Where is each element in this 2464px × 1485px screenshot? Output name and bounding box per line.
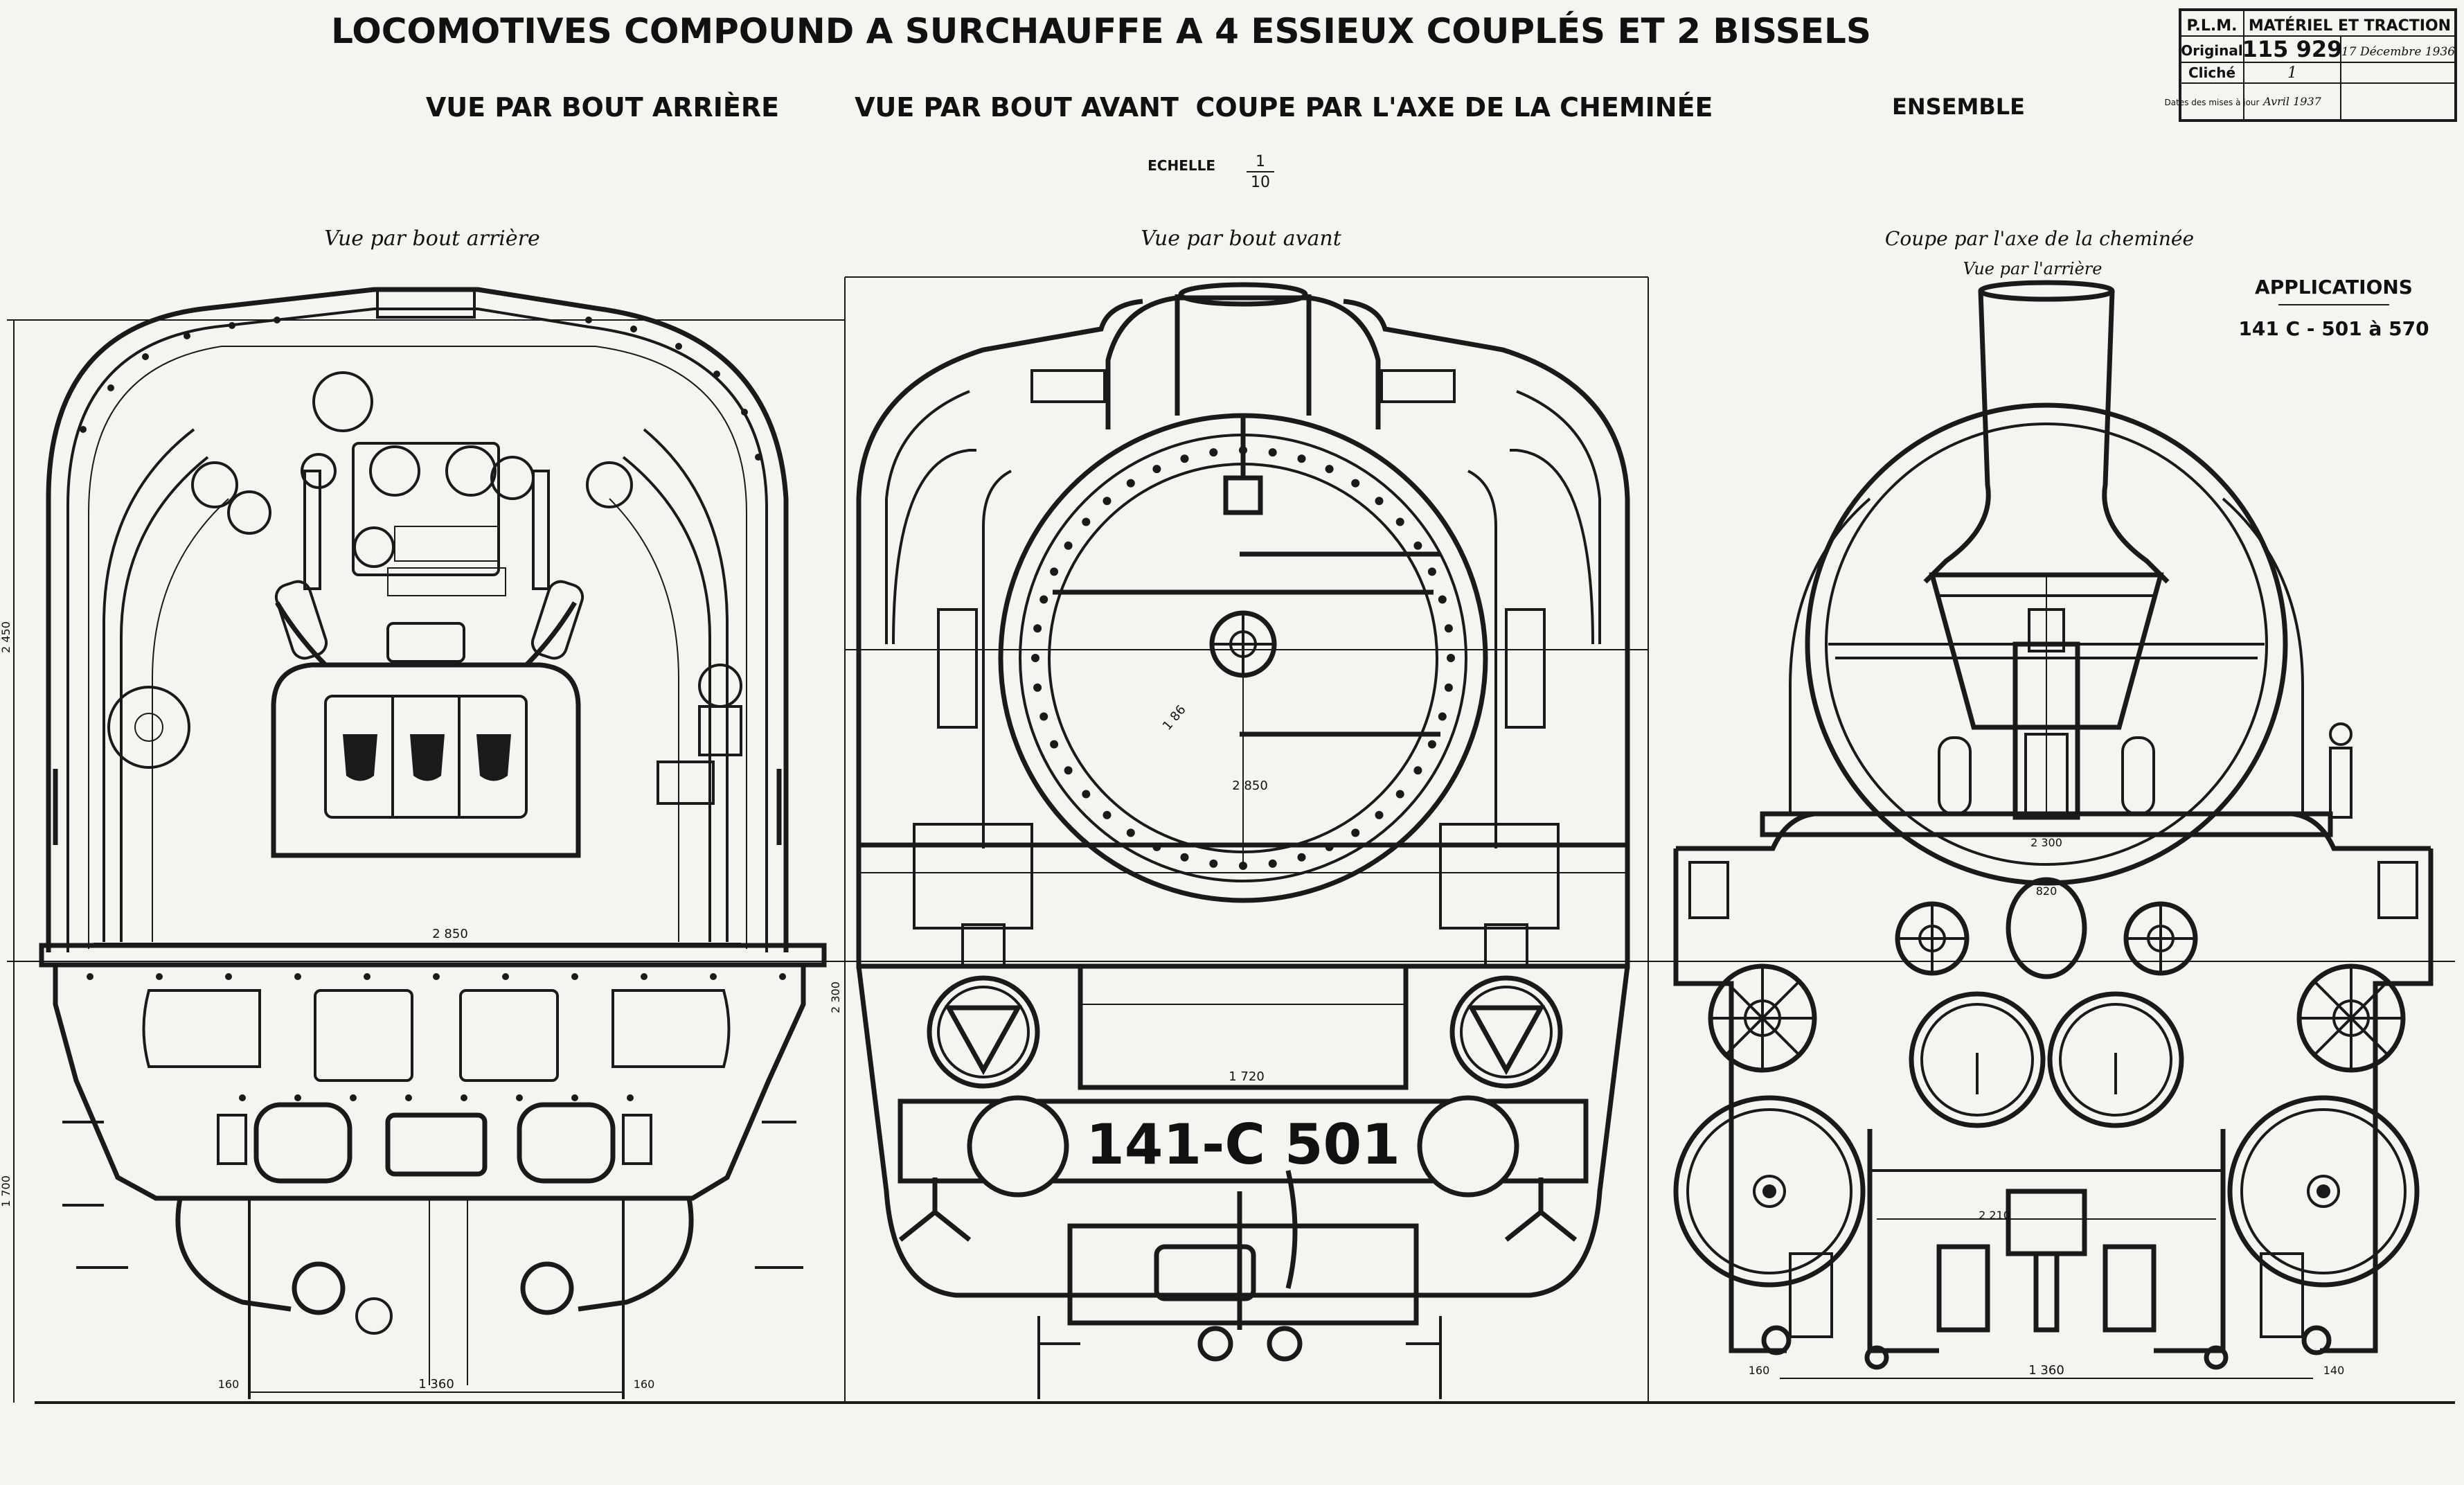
smokebox-rivet [1444, 683, 1453, 692]
stamp-company: P.L.M. [2186, 17, 2237, 35]
valve-wheel-right-lower [2296, 963, 2406, 1073]
firedoor-flaps [343, 734, 511, 781]
stamp-dates-values: Avril 1937 [2262, 95, 2321, 108]
smokebox-rivet [1209, 448, 1218, 457]
frame-lines [7, 276, 2455, 1404]
smokebox-rivet [1268, 859, 1277, 868]
dim-section-side-left: 160 [1749, 1364, 1770, 1377]
dim-section-mid: 820 [2036, 884, 2057, 898]
buffer-beam-rivets [87, 973, 786, 1101]
dim-rear-width: 2 850 [432, 927, 468, 941]
section-view-dimensions: 2 300 820 2 210 1 360 160 140 [1749, 836, 2345, 1379]
smokebox-rivet [1033, 624, 1042, 633]
drawing-title: LOCOMOTIVES COMPOUND A SURCHAUFFE A 4 ES… [331, 10, 1871, 51]
smokebox-rivet [1395, 517, 1404, 526]
smokebox-rivet [1126, 479, 1135, 488]
smokebox-rivet [1427, 740, 1436, 749]
applications-note: APPLICATIONS 141 C - 501 à 570 [2238, 276, 2429, 340]
view-title-rear: VUE PAR BOUT ARRIÈRE [426, 92, 779, 123]
view-title-front: VUE PAR BOUT AVANT [855, 92, 1179, 123]
applications-value: 141 C - 501 à 570 [2238, 317, 2429, 340]
dim-left-height: 2 450 [0, 621, 12, 653]
stamp-department: MATÉRIEL ET TRACTION [2249, 17, 2451, 35]
plm-title-stamp: P.L.M. MATÉRIEL ET TRACTION Original 115… [2165, 8, 2457, 122]
smokebox-rivet [1268, 448, 1277, 457]
smokebox-rivet [1444, 624, 1453, 633]
caption-section-view: Coupe par l'axe de la cheminée [1885, 227, 2194, 250]
dim-section-top: 2 300 [2030, 836, 2062, 849]
smokebox-rivet [1039, 712, 1048, 721]
view-title-section: COUPE PAR L'AXE DE LA CHEMINÉE [1196, 92, 1713, 123]
valve-wheel-left-upper [1895, 901, 1970, 976]
applications-heading: APPLICATIONS [2255, 276, 2413, 299]
smokebox-rivet [1039, 595, 1048, 604]
smokebox-rivet [1126, 828, 1135, 837]
roof-rivets [80, 317, 762, 461]
view-title-ensemble: ENSEMBLE [1892, 94, 2025, 120]
smokebox-rivet [1351, 479, 1360, 488]
smokebox-rivet [1180, 853, 1189, 862]
caption-front-view: Vue par bout avant [1141, 226, 1342, 251]
smokebox-rivet [1082, 517, 1091, 526]
scale-label: ECHELLE [1148, 157, 1215, 174]
rear-view-dimensions: 2 850 1 360 160 160 2 450 1 700 [0, 621, 741, 1393]
dim-rear-track: 1 360 [418, 1377, 454, 1391]
smokebox-rivet [1050, 567, 1059, 576]
dim-left-lower: 1 700 [0, 1175, 12, 1207]
dim-rear-side-right: 160 [634, 1378, 655, 1391]
smokebox-rivet [1438, 595, 1447, 604]
valve-wheel-right-upper [2123, 901, 2198, 976]
caption-section-subview: Vue par l'arrière [1963, 259, 2103, 278]
stamp-original-label: Original [2181, 42, 2242, 59]
smokebox-rivet [1413, 541, 1422, 550]
smokebox-rivets [1031, 446, 1455, 870]
smokebox-rivet [1427, 567, 1436, 576]
smokebox-rivet [1375, 810, 1384, 819]
smokebox-rivet [1064, 766, 1073, 775]
dim-rear-side-left: 160 [218, 1378, 240, 1391]
dim-front-width: 2 850 [1232, 779, 1268, 793]
smokebox-rivet [1031, 654, 1039, 662]
rear-view-drawing [39, 287, 827, 1399]
smokebox-rivet [1209, 859, 1218, 868]
smokebox-rivet [1102, 497, 1112, 506]
stamp-cliche-label: Cliché [2188, 64, 2235, 81]
smokebox-rivet [1395, 790, 1404, 799]
smokebox-rivet [1297, 454, 1306, 463]
stamp-original-date: 17 Décembre 1936 [2341, 45, 2455, 59]
front-number-plate: 141-C 501 [1086, 1112, 1400, 1177]
section-view-drawing [1673, 280, 2434, 1370]
front-view-drawing: 141-C 501 [856, 282, 1630, 1399]
smokebox-rivet [1351, 828, 1360, 837]
stamp-original-number: 115 929 [2242, 36, 2343, 62]
smokebox-rivet [1325, 465, 1334, 474]
smokebox-rivet [1033, 683, 1042, 692]
smokebox-rivet [1375, 497, 1384, 506]
stamp-cliche-value: 1 [2287, 64, 2297, 82]
stamp-dates-label: Dates des mises à jour [2165, 98, 2260, 107]
smokebox-rivet [1180, 454, 1189, 463]
scale-indicator: ECHELLE 1 10 [1148, 153, 1274, 191]
smokebox-rivet [1413, 766, 1422, 775]
scale-denominator: 10 [1251, 174, 1270, 191]
smokebox-rivet [1102, 810, 1112, 819]
dim-section-track: 1 360 [2028, 1363, 2064, 1378]
smokebox-rivet [1447, 654, 1455, 662]
valve-wheel-left-lower [1708, 963, 1817, 1073]
caption-rear-view: Vue par bout arrière [324, 226, 540, 251]
dim-mid-height: 2 300 [829, 981, 842, 1013]
front-view-dimensions: 1 86 2 850 1 720 2 300 [829, 702, 1268, 1084]
dim-section-axle: 2 210 [1979, 1209, 2010, 1222]
smokebox-rivet [1297, 853, 1306, 862]
smokebox-rivet [1152, 465, 1161, 474]
smokebox-rivet [1082, 790, 1091, 799]
dim-front-buffer: 1 720 [1229, 1069, 1265, 1084]
dim-front-boiler: 1 86 [1160, 702, 1189, 733]
smokebox-rivet [1050, 740, 1059, 749]
smokebox-rivet [1064, 541, 1073, 550]
dim-section-side-right: 140 [2323, 1364, 2345, 1377]
smokebox-rivet [1438, 712, 1447, 721]
scale-numerator: 1 [1256, 153, 1265, 170]
